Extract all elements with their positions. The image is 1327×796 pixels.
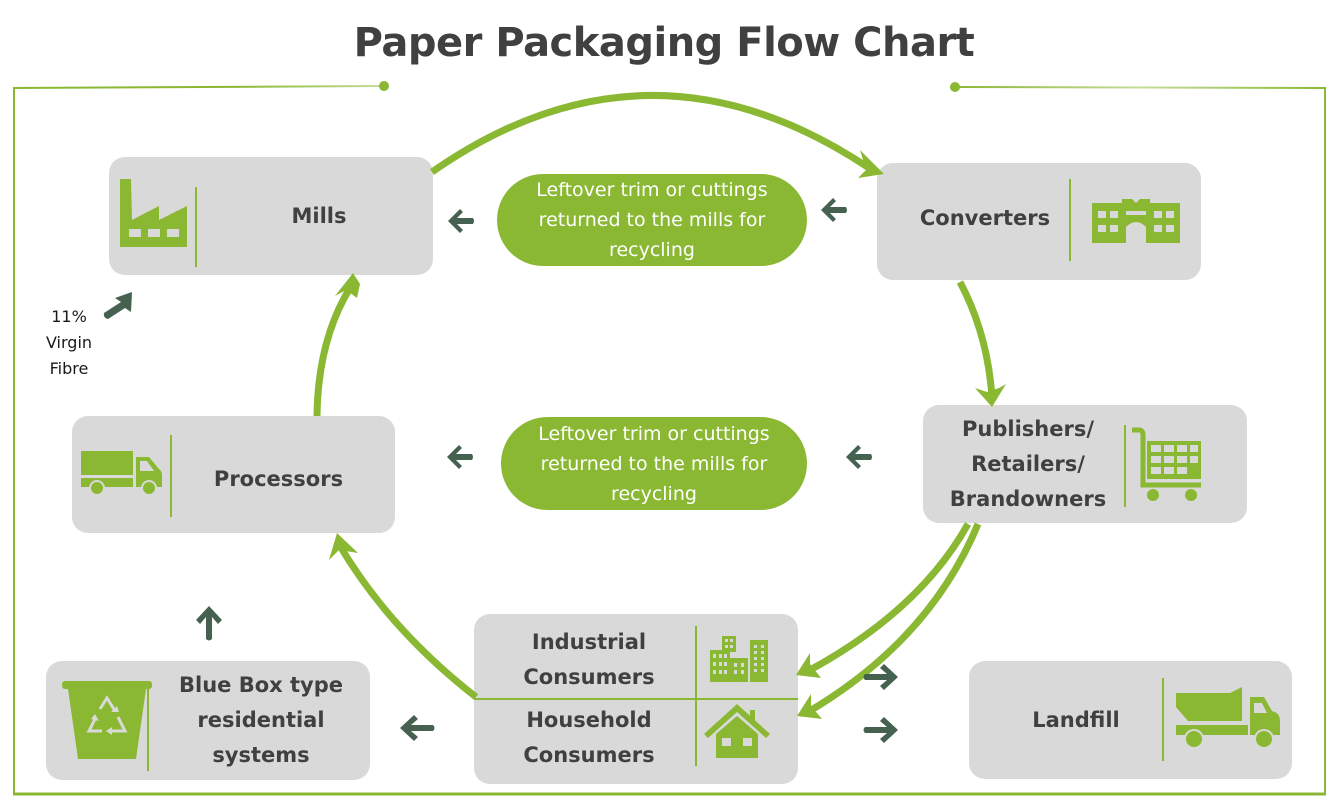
node-divider — [1069, 179, 1071, 261]
node-divider — [1162, 678, 1164, 761]
frame-right-dot — [950, 82, 960, 92]
node-processors-label: Processors — [213, 467, 344, 491]
node-blue-box[interactable]: Blue Box type residential systems — [46, 661, 370, 780]
arrow-left-icon — [821, 198, 847, 222]
node-publishers[interactable]: Publishers/ Retailers/ Brandowners — [923, 405, 1247, 523]
frame-top-right-line — [954, 86, 1327, 89]
frame-left-dot — [379, 81, 389, 91]
arrowhead-industrial — [796, 653, 821, 678]
arrow-up-icon — [196, 606, 222, 641]
node-industrial-label: Industrial Consumers — [523, 630, 655, 689]
arrowhead-converters — [858, 150, 884, 178]
consumers-horizontal-divider — [474, 698, 798, 700]
arrow-right-icon — [863, 664, 898, 690]
node-divider — [1124, 425, 1126, 507]
node-landfill-label: Landfill — [1032, 707, 1120, 732]
arrow-left-icon — [448, 209, 474, 233]
house-icon — [704, 704, 770, 758]
flow-consumers-to-processors — [336, 544, 479, 700]
node-divider — [147, 686, 149, 771]
node-landfill[interactable]: Landfill — [969, 661, 1292, 779]
arrow-up-right-icon — [103, 292, 132, 319]
node-converters[interactable]: Converters — [877, 163, 1201, 280]
node-publishers-label: Publishers/ Retailers/ Brandowners — [949, 416, 1107, 511]
flow-publishers-to-household — [806, 522, 982, 716]
arrowhead-mills — [335, 273, 360, 298]
virgin-fibre-note: 11% Virgin Fibre — [45, 307, 93, 378]
arrow-left-icon — [846, 445, 872, 469]
dump-truck-icon — [1176, 687, 1280, 749]
arrowhead-household — [797, 694, 822, 719]
recycle-bin-icon — [62, 681, 152, 759]
node-household-label: Household Consumers — [523, 708, 655, 767]
frame-top-left-line — [12, 85, 384, 89]
city-buildings-icon — [710, 636, 768, 682]
node-divider — [170, 435, 172, 517]
node-converters-label: Converters — [919, 205, 1051, 230]
factory-icon — [120, 179, 187, 247]
flow-processors-to-mills — [313, 286, 353, 417]
shopping-cart-icon — [1132, 427, 1201, 501]
recycle-note-pill-middle: Leftover trim or cuttings returned to th… — [501, 417, 807, 510]
flow-mills-to-converters — [429, 92, 874, 175]
flow-converters-to-publishers — [956, 280, 996, 399]
flow-publishers-to-industrial — [808, 522, 972, 674]
arrowhead-publishers — [975, 384, 1006, 407]
node-consumers[interactable]: Industrial Consumers Household Consumers — [474, 614, 798, 784]
node-divider — [195, 187, 197, 267]
arrow-left-icon — [400, 715, 435, 741]
node-mills-label: Mills — [291, 203, 347, 228]
node-processors[interactable]: Processors — [72, 416, 395, 533]
truck-icon — [81, 451, 162, 496]
building-icon — [1092, 199, 1180, 243]
arrowhead-processors — [329, 533, 358, 560]
node-blue-box-label: Blue Box type residential systems — [178, 673, 343, 767]
recycle-note-pill-top: Leftover trim or cuttings returned to th… — [497, 174, 807, 266]
node-mills[interactable]: Mills — [109, 157, 433, 275]
arrow-left-icon — [447, 445, 473, 469]
node-divider — [695, 626, 697, 766]
page-title: Paper Packaging Flow Chart — [353, 20, 975, 66]
arrow-right-icon — [863, 717, 898, 743]
